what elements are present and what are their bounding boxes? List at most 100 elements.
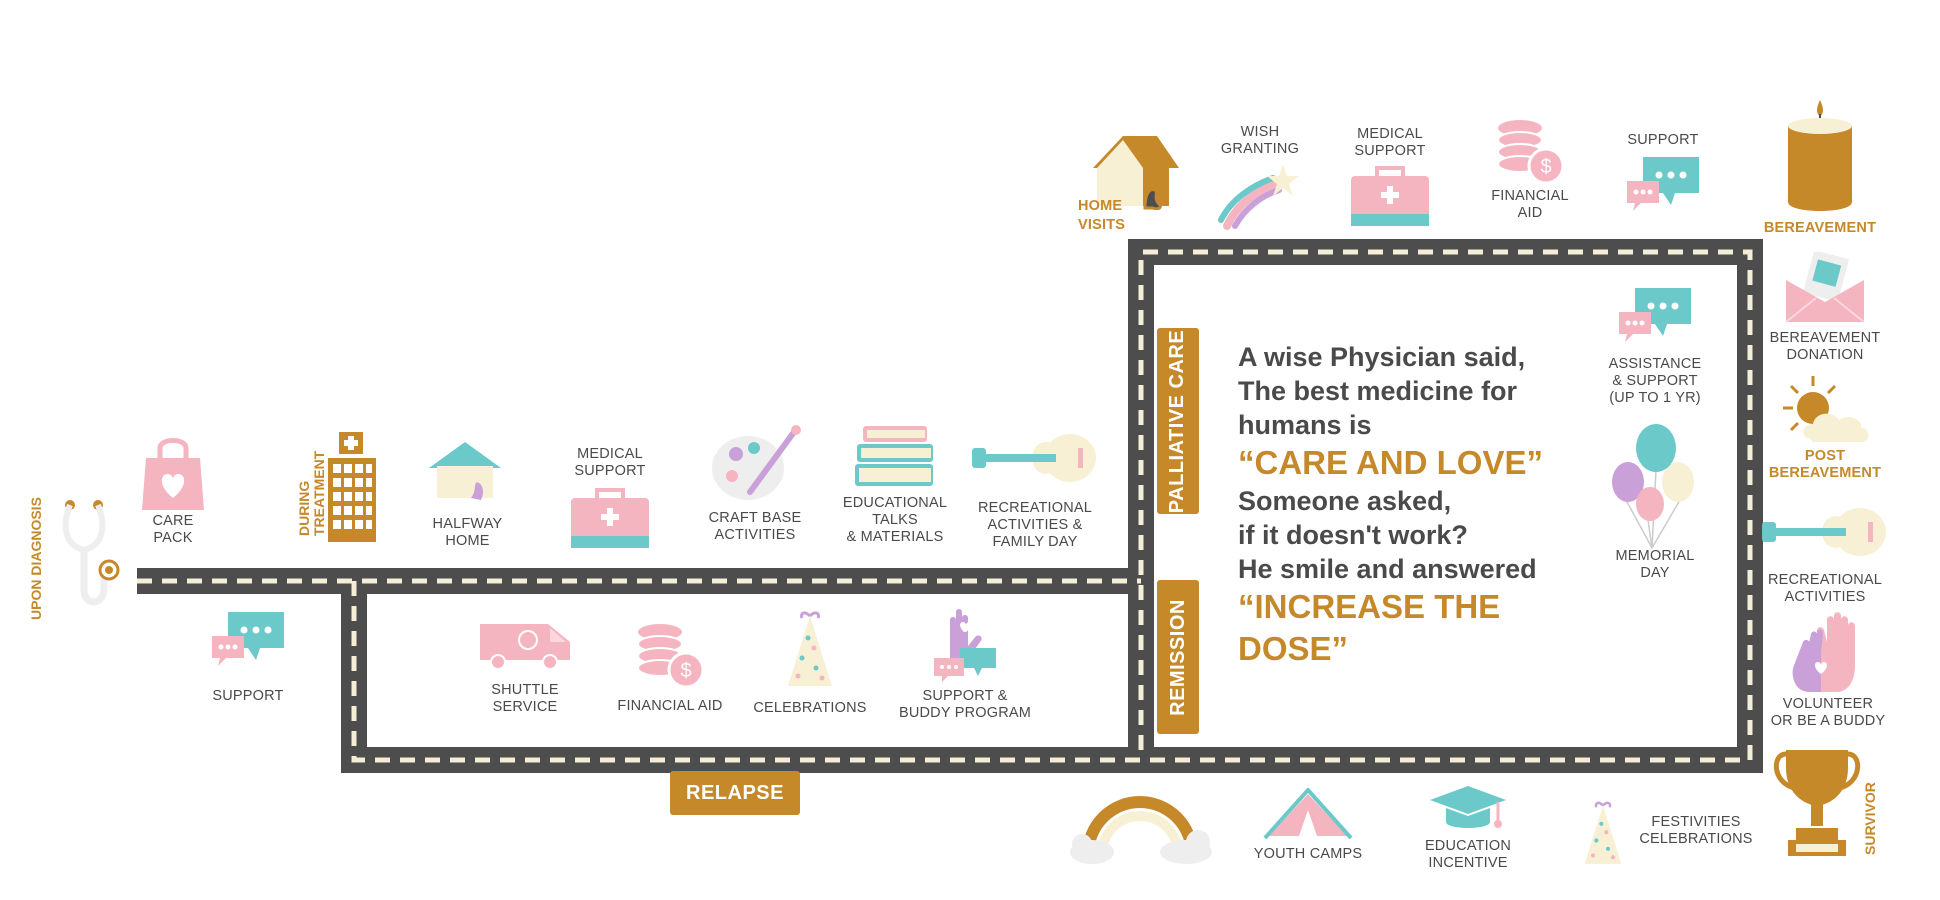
- support-left-label: SUPPORT: [212, 688, 284, 704]
- rainbow-item: [1068, 784, 1213, 864]
- shuttle-service-item: SHUTTLE SERVICE: [475, 618, 575, 716]
- education-incentive-item: EDUCATION INCENTIVE: [1408, 784, 1528, 872]
- recreational-activities-label: RECREATIONAL: [1767, 572, 1883, 588]
- bereavement-label: BEREAVEMENT: [1763, 220, 1877, 236]
- wish-granting-label: WISH: [1240, 124, 1280, 140]
- balloons-icon: [1612, 424, 1694, 549]
- coins-icon: $: [637, 624, 705, 689]
- medical-support-palliative-label-2: SUPPORT: [1354, 143, 1426, 159]
- festivities-label: FESTIVITIES: [1651, 814, 1741, 830]
- care-pack-label-2: PACK: [153, 530, 193, 546]
- chat-bubbles-icon: [1619, 288, 1691, 342]
- recreational-activities-item: RECREATIONAL ACTIVITIES: [1760, 504, 1890, 606]
- post-bereavement-item: POST BEREAVEMENT: [1760, 372, 1890, 482]
- financial-aid-palliative-label-2: AID: [1517, 205, 1543, 221]
- stethoscope-icon: [62, 500, 120, 606]
- financial-aid-relapse-item: $ FINANCIAL AID: [610, 618, 730, 715]
- trophy-icon: [1773, 750, 1861, 856]
- van-icon: [479, 624, 570, 670]
- halfway-home-label-2: HOME: [445, 533, 490, 549]
- craft-base-item: CRAFT BASE ACTIVITIES: [700, 424, 810, 544]
- physician-quote: A wise Physician said, The best medicine…: [1238, 340, 1568, 670]
- stethoscope-item: [54, 495, 134, 620]
- hospital-item: [322, 430, 382, 545]
- envelope-money-icon: [1785, 252, 1865, 323]
- support-buddy-item: SUPPORT & BUDDY PROGRAM: [895, 606, 1035, 722]
- educational-talks-label-3: & MATERIALS: [846, 529, 944, 545]
- medical-support-treatment-label-2: SUPPORT: [574, 463, 646, 479]
- assistance-support-label: ASSISTANCE: [1608, 356, 1702, 372]
- post-bereavement-label-2: BEREAVEMENT: [1768, 465, 1882, 481]
- care-pack-item: CARE PACK: [128, 438, 218, 547]
- craft-base-label: CRAFT BASE: [708, 510, 802, 526]
- chat-bubbles-icon: [212, 612, 284, 666]
- celebrations-label: CELEBRATIONS: [753, 700, 867, 716]
- medical-support-treatment-item: MEDICAL SUPPORT: [560, 446, 660, 550]
- wish-granting-label-2: GRANTING: [1220, 141, 1300, 157]
- education-incentive-label-2: INCENTIVE: [1428, 855, 1508, 871]
- home-visits-item: HOME VISITS: [1078, 128, 1188, 233]
- halfway-home-item: HALFWAY HOME: [420, 438, 515, 550]
- assistance-support-label-2: & SUPPORT: [1612, 373, 1698, 389]
- quote-line: The best medicine for: [1238, 376, 1518, 406]
- candle-icon: [1788, 100, 1852, 211]
- support-palliative-item: SUPPORT: [1618, 132, 1708, 217]
- books-icon: [854, 426, 933, 486]
- memorial-day-item: MEMORIAL DAY: [1605, 424, 1705, 582]
- post-bereavement-label: POST: [1804, 448, 1846, 464]
- quote-line: if it doesn't work?: [1238, 520, 1468, 550]
- memorial-day-label-2: DAY: [1640, 565, 1670, 581]
- shuttle-service-label: SHUTTLE: [491, 682, 559, 698]
- support-left-item: SUPPORT: [203, 610, 293, 705]
- home-visits-label-2: VISITS: [1078, 217, 1126, 233]
- medical-kit-icon: [1351, 166, 1429, 226]
- svg-text:$: $: [680, 660, 691, 682]
- remission-badge: REMISSION: [1157, 580, 1199, 734]
- hospital-building-icon: [328, 432, 376, 542]
- volunteer-buddy-item: VOLUNTEER OR BE A BUDDY: [1758, 612, 1898, 730]
- recreational-activities-label-2: ACTIVITIES: [1784, 589, 1866, 605]
- bereavement-donation-label-2: DONATION: [1786, 347, 1864, 363]
- assistance-support-item: ASSISTANCE & SUPPORT (UP TO 1 YR): [1600, 286, 1710, 407]
- educational-talks-label: EDUCATIONAL: [842, 495, 948, 511]
- relapse-badge: RELAPSE: [670, 771, 800, 815]
- quote-highlight: “CARE AND LOVE”: [1238, 444, 1543, 481]
- recreational-family-label-2: ACTIVITIES &: [987, 517, 1083, 533]
- festivities-item: FESTIVITIES CELEBRATIONS: [1636, 814, 1756, 848]
- education-incentive-label: EDUCATION: [1424, 838, 1512, 854]
- shooting-star-icon: [1218, 164, 1299, 230]
- guitar-icon: [1762, 508, 1886, 556]
- house-icon: [429, 442, 501, 500]
- wish-granting-item: WISH GRANTING: [1210, 124, 1310, 230]
- trophy-item: [1772, 748, 1862, 858]
- survivor-label: SURVIVOR: [1862, 782, 1878, 855]
- medical-support-palliative-label: MEDICAL: [1357, 126, 1423, 142]
- quote-line: A wise Physician said,: [1238, 342, 1526, 372]
- rainbow-icon: [1070, 796, 1212, 864]
- coins-icon: $: [1497, 120, 1565, 185]
- support-buddy-label: SUPPORT &: [922, 688, 1008, 704]
- shopping-bag-heart-icon: [142, 438, 204, 510]
- shuttle-service-label-2: SERVICE: [492, 699, 558, 715]
- halfway-home-label: HALFWAY: [432, 516, 503, 532]
- medical-support-treatment-label: MEDICAL: [577, 446, 643, 462]
- recreational-family-label-3: FAMILY DAY: [992, 534, 1078, 550]
- care-pack-label: CARE: [152, 513, 194, 529]
- quote-line: He smile and answered: [1238, 554, 1537, 584]
- assistance-support-label-3: (UP TO 1 YR): [1609, 390, 1701, 406]
- youth-camps-label: YOUTH CAMPS: [1253, 846, 1363, 862]
- recreational-family-label: RECREATIONAL: [977, 500, 1093, 516]
- sun-cloud-icon: [1783, 376, 1869, 442]
- support-buddy-label-2: BUDDY PROGRAM: [898, 705, 1032, 721]
- bereavement-donation-item: BEREAVEMENT DONATION: [1765, 252, 1885, 364]
- svg-text:$: $: [1540, 156, 1551, 178]
- youth-camps-item: YOUTH CAMPS: [1248, 788, 1368, 863]
- festivities-party-hat: [1578, 792, 1628, 874]
- guitar-icon: [972, 434, 1096, 482]
- bereavement-item: BEREAVEMENT: [1760, 98, 1880, 237]
- medical-support-palliative-item: MEDICAL SUPPORT: [1340, 126, 1440, 228]
- financial-aid-palliative-label: FINANCIAL: [1491, 188, 1569, 204]
- dog-house-icon: [1093, 136, 1179, 210]
- hands-icon: [934, 609, 996, 682]
